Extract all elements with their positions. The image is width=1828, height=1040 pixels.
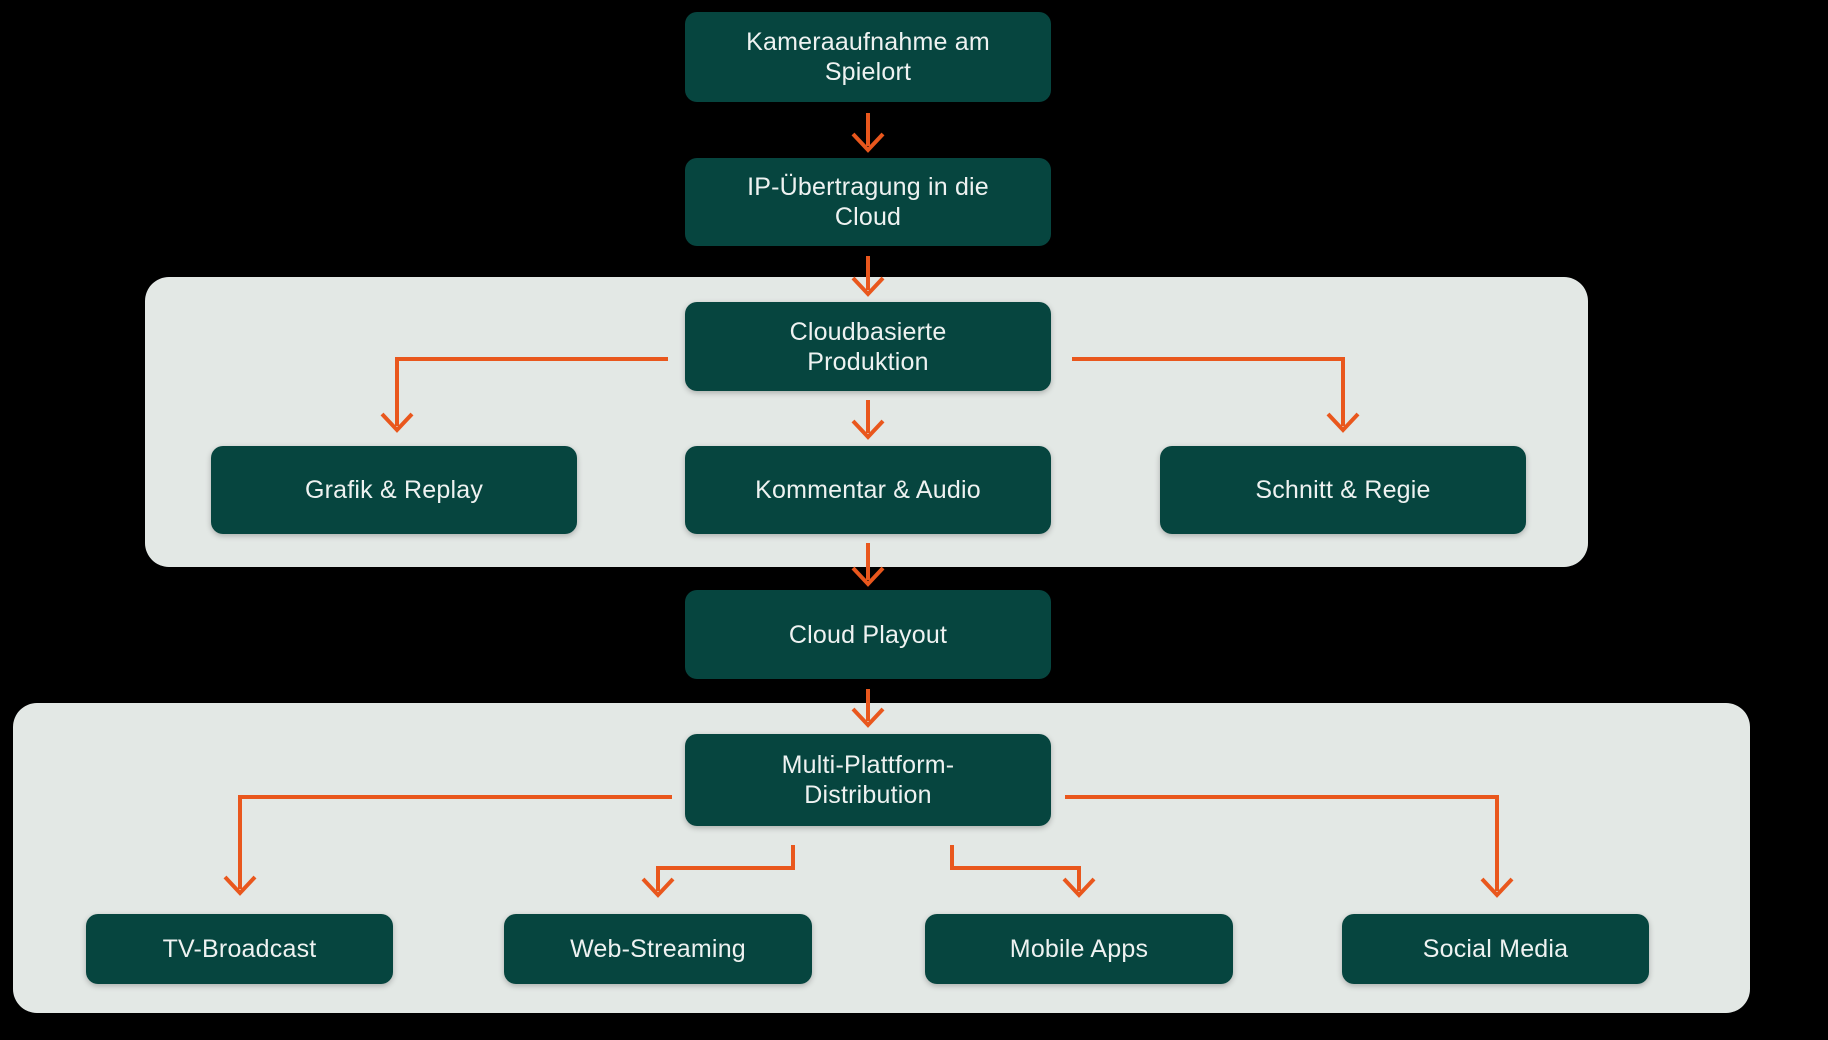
node-cloud-production: Cloudbasierte Produktion [685, 302, 1051, 391]
node-editing-direction: Schnitt & Regie [1160, 446, 1526, 534]
node-graphics-replay: Grafik & Replay [211, 446, 577, 534]
connector-camera-ip [851, 113, 885, 153]
node-tv-broadcast: TV-Broadcast [86, 914, 393, 984]
node-cloud-playout: Cloud Playout [685, 590, 1051, 679]
node-ip-transmission: IP-Übertragung in die Cloud [685, 158, 1051, 246]
node-social-media: Social Media [1342, 914, 1649, 984]
node-multi-platform-distribution: Multi-Plattform- Distribution [685, 734, 1051, 826]
node-commentary-audio: Kommentar & Audio [685, 446, 1051, 534]
node-camera-capture: Kameraaufnahme am Spielort [685, 12, 1051, 102]
node-mobile-apps: Mobile Apps [925, 914, 1233, 984]
node-web-streaming: Web-Streaming [504, 914, 812, 984]
